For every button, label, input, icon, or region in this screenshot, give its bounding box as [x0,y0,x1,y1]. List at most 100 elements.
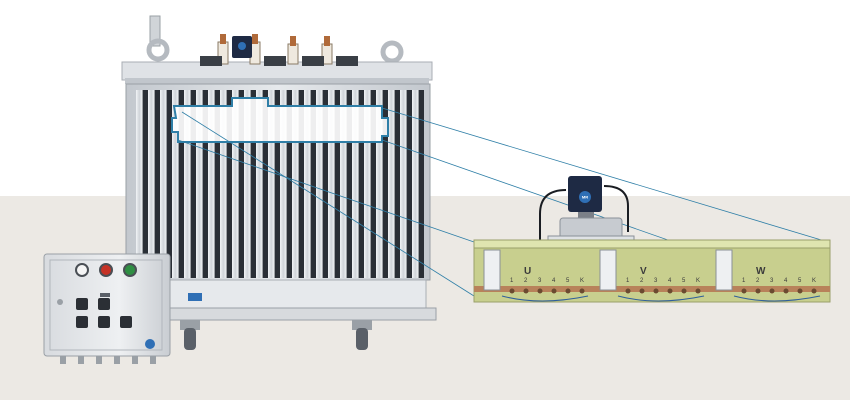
radiator-fin [196,90,203,278]
control-cabinet [43,253,171,364]
radiator-fin [304,90,311,278]
radiator-fin [364,90,371,278]
fin-gap [274,90,280,278]
tank-base [129,279,427,311]
selector-switch-icon[interactable] [120,316,132,328]
fin-gap [358,90,364,278]
fin-gap [346,90,352,278]
brand-badge-icon [579,191,591,203]
top-motor-drive [232,36,252,58]
radiator-fin [172,90,179,278]
tap-contact [509,288,515,294]
bushing [287,36,299,65]
radiator-fin [400,90,407,278]
tap-contact [565,288,571,294]
board-top-rail [473,239,831,249]
cabinet-door [49,259,163,351]
radiator-fin [256,90,263,278]
tap-contact [551,288,557,294]
lead-wire [617,295,705,302]
tap-number: 5 [798,278,802,284]
hv-bushings [200,34,358,66]
tap-contact [695,288,701,294]
tap-contact [537,288,543,294]
radiator-fin [160,90,167,278]
tap-contact [667,288,673,294]
caster-wheel-icon [180,320,200,350]
selector-switch-icon[interactable] [76,298,88,310]
radiator-fin [136,90,143,278]
brand-badge-icon [238,42,246,50]
fin-gap [178,90,184,278]
phase-label: W [756,266,766,277]
fin-gap [382,90,388,278]
lead-wire [733,295,821,302]
transformer [119,15,437,350]
tap-contact [769,288,775,294]
tap-number: 2 [640,278,644,284]
rating-plate [188,293,202,301]
lamp-red-icon[interactable] [99,263,113,277]
radiator-fin [268,90,275,278]
tap-contact [783,288,789,294]
phase-label: V [640,266,647,277]
tap-contact [681,288,687,294]
svg-text:MR: MR [582,195,588,200]
fin-gap [394,90,400,278]
tap-number: 1 [510,278,514,284]
fin-gap [298,90,304,278]
tap-number: 2 [524,278,528,284]
lifting-eye-left [146,38,170,62]
lamp-green-icon[interactable] [123,263,137,277]
radiator-fin [316,90,323,278]
fin-gap [310,90,316,278]
fin-gap [322,90,328,278]
phase-label: U [524,266,531,277]
tap-number: 4 [784,278,788,284]
lifting-lug-left [149,15,161,47]
insulator-post [599,249,617,291]
radiator-fin [148,90,155,278]
label-plate [100,293,110,297]
tap-number: K [696,278,700,284]
lifting-eye-right [380,40,404,64]
selector-switch-icon[interactable] [98,316,110,328]
tap-contact [625,288,631,294]
brand-badge-icon [145,339,155,349]
tap-number: K [812,278,816,284]
cover-flange [125,78,429,84]
radiator-fin [292,90,299,278]
tap-contact [639,288,645,294]
tap-number: 5 [566,278,570,284]
fin-gap [238,90,244,278]
radiator-fin [244,90,251,278]
lead-wire [501,295,589,302]
tap-contact [811,288,817,294]
radiator-fin [232,90,239,278]
tap-number: 1 [626,278,630,284]
fin-gap [154,90,160,278]
fin-gap [418,90,424,278]
fin-gap [142,90,148,278]
insulator-post [715,249,733,291]
tap-contact [755,288,761,294]
fin-gap [190,90,196,278]
lamp-white-icon[interactable] [75,263,89,277]
radiator-fin [376,90,383,278]
tap-number: 3 [654,278,658,284]
radiator-fin [412,90,419,278]
tap-contact [653,288,659,294]
tap-number: 3 [538,278,542,284]
insulator-post [483,249,501,291]
tap-changer-highlight [171,97,389,143]
selector-switch-icon[interactable] [98,298,110,310]
fin-gap [250,90,256,278]
tap-number: K [580,278,584,284]
lv-terminals [200,56,358,66]
radiator-fin [220,90,227,278]
radiator-fins [136,90,424,278]
selector-switch-icon[interactable] [76,316,88,328]
